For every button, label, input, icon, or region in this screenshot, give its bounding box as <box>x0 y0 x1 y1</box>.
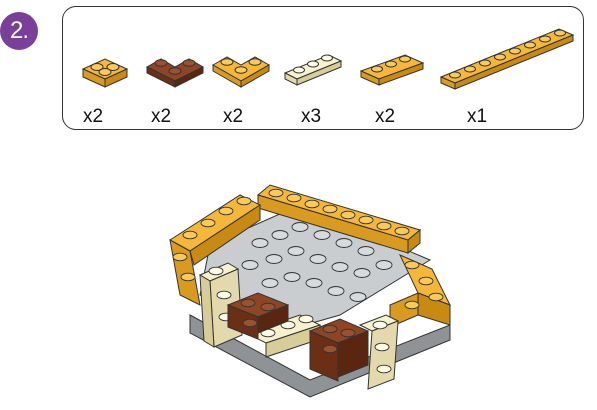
part-count-4: x3 <box>301 106 321 128</box>
part-count-2: x2 <box>151 106 171 128</box>
part-count-6: x1 <box>467 106 487 128</box>
part-count-3: x2 <box>223 106 243 128</box>
part-yellow-plate-image <box>361 55 423 85</box>
assembled-model-illustration <box>150 165 470 407</box>
part-count-1: x2 <box>83 106 103 128</box>
part-yellow-brick-image <box>83 59 127 87</box>
part-tan-plate-image <box>285 55 341 85</box>
parts-list-panel: x2 x2 x2 x3 x2 x1 <box>62 6 584 130</box>
step-number-badge: 2. <box>0 12 38 50</box>
part-count-5: x2 <box>375 106 395 128</box>
part-yellow-long-plate-image <box>441 29 573 89</box>
part-yellow-corner-image <box>213 57 269 87</box>
parts-illustrations <box>63 7 585 131</box>
part-brown-corner-image <box>147 59 203 87</box>
